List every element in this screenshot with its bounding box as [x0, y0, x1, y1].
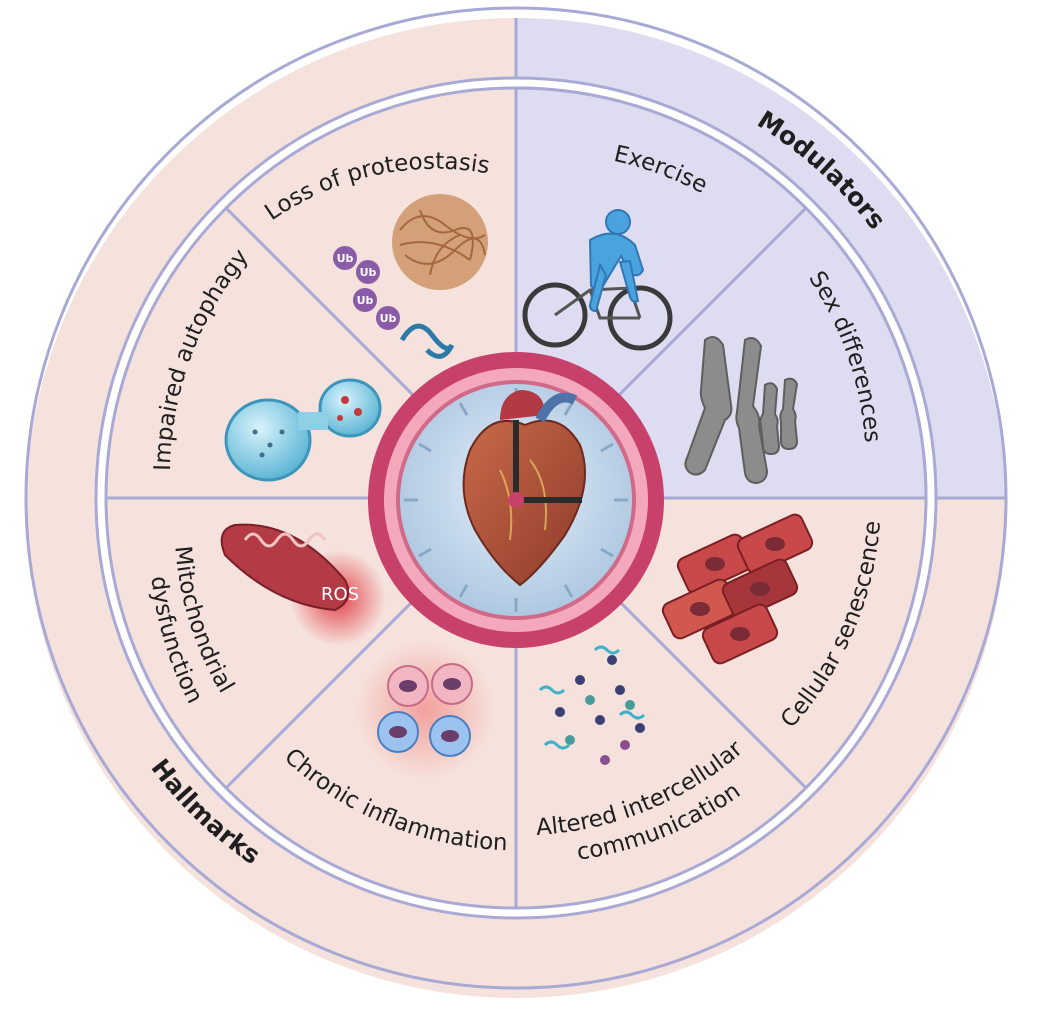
autophagosome-icon: [224, 378, 382, 482]
cyclist-icon: [522, 209, 673, 351]
signaling-molecules-icon: [538, 645, 646, 765]
inflammatory-cells-icon: [355, 640, 495, 780]
clock-heart: [368, 352, 664, 648]
mitochondrion-icon: ROS: [220, 523, 386, 646]
ubiquitin-chain: Ub Ub Ub Ub: [333, 246, 400, 330]
ub-tag: Ub: [337, 252, 354, 265]
ub-tag: Ub: [360, 266, 377, 279]
ub-tag: Ub: [380, 312, 397, 325]
senescent-cells-icon: [661, 513, 814, 665]
protein-aggregate-icon: Ub Ub Ub Ub: [333, 194, 488, 359]
chromosomes-icon: [684, 335, 799, 485]
ros-label: ROS: [321, 584, 359, 605]
ub-tag: Ub: [357, 294, 374, 307]
